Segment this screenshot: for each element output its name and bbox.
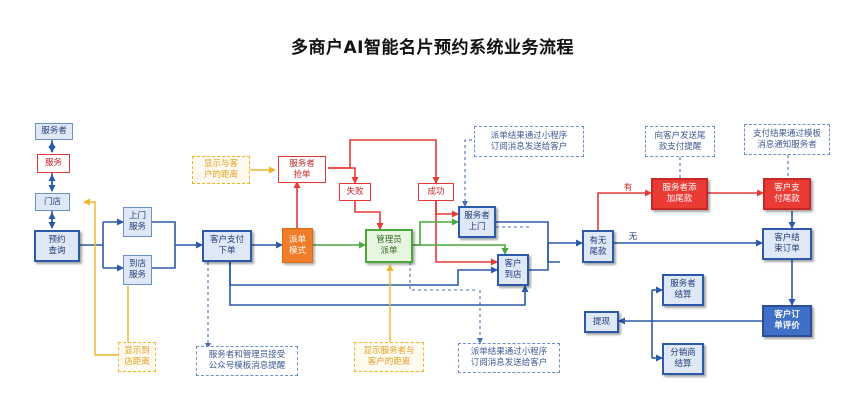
node-onsite-service: 上门 服务	[123, 207, 152, 237]
node-close-order: 客户结 束订单	[762, 228, 812, 260]
node-service: 服务	[37, 154, 70, 173]
node-dispatch-mode: 派单 模式	[282, 228, 313, 263]
node-withdraw: 提现	[584, 311, 619, 333]
node-dist-settle: 分销商 结算	[662, 343, 704, 375]
edge-label-no: 无	[628, 231, 638, 242]
green-flow-arrows	[313, 218, 509, 255]
note-dispatch-result-top: 派单结果通过小程序 订阅消息发送给客户	[474, 126, 584, 157]
node-success: 成功	[418, 183, 454, 201]
node-fail: 失败	[339, 183, 371, 201]
main-flow-arrows	[80, 211, 796, 362]
node-review: 客户订 单评价	[762, 305, 812, 337]
note-template-msg: 服务者和管理员接受 公众号模板消息提醒	[196, 346, 298, 376]
node-admin-dispatch: 管理员 派单	[365, 229, 413, 263]
yellow-guide-arrows	[83, 166, 394, 356]
node-book-query: 预约 查询	[34, 230, 80, 262]
node-provider-settle: 服务者 结算	[662, 274, 704, 306]
note-show-distance-store: 显示到 店距离	[118, 342, 156, 372]
node-customer-instore: 客户 到店	[497, 254, 529, 286]
edge-label-yes: 有	[623, 182, 633, 193]
note-pay-result: 支付结果通过模板 消息通知服务者	[744, 124, 830, 155]
note-notify-final: 向客户发送尾 款支付提醒	[645, 126, 715, 157]
node-provider-onsite: 服务者 上门	[458, 206, 496, 238]
node-pay-final: 客户支 付尾款	[763, 178, 811, 210]
note-dispatch-result-bottom: 派单结果通过小程序 订阅消息发送给客户	[458, 343, 560, 373]
node-grab-order: 服务者 抢单	[278, 156, 326, 183]
node-customer-pay: 客户支付 下单	[202, 230, 252, 262]
node-instore-service: 到店 服务	[123, 255, 152, 285]
note-show-distance-admin: 显示服务者与 客户的距离	[354, 342, 424, 372]
node-extra-fee: 有无 尾款	[582, 230, 614, 263]
node-add-final: 服务者添 加尾款	[651, 178, 708, 210]
node-store: 门店	[35, 193, 70, 211]
page-title: 多商户AI智能名片预约系统业务流程	[291, 38, 574, 58]
note-show-distance-provider: 显示与客 户的距离	[192, 156, 250, 184]
node-service-provider: 服务者	[35, 123, 73, 140]
